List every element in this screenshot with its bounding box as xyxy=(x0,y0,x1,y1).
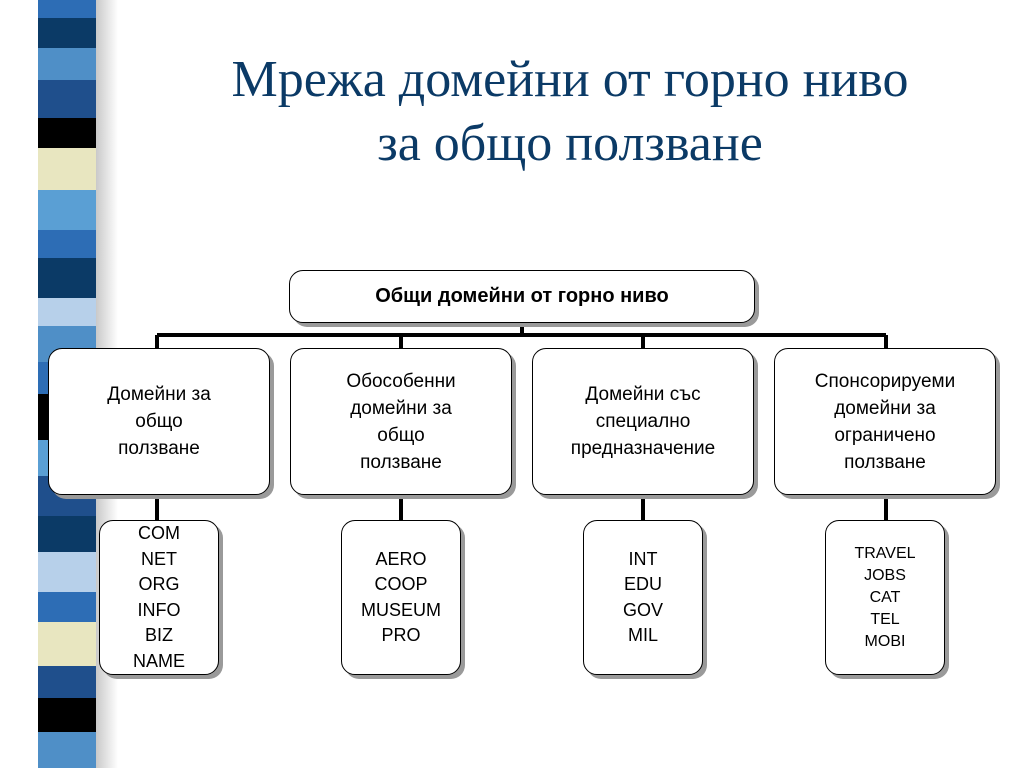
domain-list-sponsored: TRAVEL JOBS CAT TEL MOBI xyxy=(825,520,945,675)
domain-item: TRAVEL xyxy=(854,544,916,562)
domain-list-specialized: AERO COOP MUSEUM PRO xyxy=(341,520,461,675)
category-line: общо xyxy=(377,424,425,446)
category-line: ползване xyxy=(360,451,442,473)
domain-item: TEL xyxy=(870,610,900,628)
domain-item: MOBI xyxy=(864,632,906,650)
domain-list-general: COM NET ORG INFO BIZ NAME xyxy=(99,520,219,675)
domain-item: NET xyxy=(141,548,177,569)
category-line: Домейни за xyxy=(107,384,211,405)
domain-item: COOP xyxy=(374,574,428,594)
domain-item: INFO xyxy=(137,599,181,620)
category-line: предназначение xyxy=(570,438,716,459)
domain-item: AERO xyxy=(375,548,427,569)
category-line: домейни за xyxy=(834,397,936,419)
domain-item: NAME xyxy=(132,650,185,671)
category-node-special-purpose: Домейни със специално предназначение xyxy=(532,348,754,495)
domain-item: BIZ xyxy=(144,625,173,645)
category-node-general: Домейни за общо ползване xyxy=(48,348,270,495)
category-line: Обособенни xyxy=(346,370,456,392)
domain-item: CAT xyxy=(869,588,901,606)
category-line: ограничено xyxy=(834,424,936,446)
category-line: Спонсорируеми xyxy=(814,370,956,392)
category-line: домейни за xyxy=(350,397,452,419)
domain-item: INT xyxy=(628,548,658,569)
slide-title: Мрежа домейни от горно ниво за общо полз… xyxy=(130,48,1010,176)
category-line: специално xyxy=(595,411,691,432)
slide-title-line-2: за общо ползване xyxy=(377,115,763,172)
category-line: Домейни със xyxy=(585,384,701,405)
domain-item: JOBS xyxy=(864,566,906,584)
root-node: Общи домейни от горно ниво xyxy=(289,270,755,323)
domain-item: ORG xyxy=(138,574,180,594)
category-line: ползване xyxy=(844,451,926,473)
domain-list-special-purpose: INT EDU GOV MIL xyxy=(583,520,703,675)
domain-item: GOV xyxy=(622,599,663,620)
slide-title-line-1: Мрежа домейни от горно ниво xyxy=(231,51,909,108)
category-node-sponsored: Спонсорируеми домейни за ограничено полз… xyxy=(774,348,996,495)
domain-item: MIL xyxy=(627,625,658,645)
domain-item: EDU xyxy=(623,574,662,594)
category-line: общо xyxy=(135,411,183,432)
category-node-specialized: Обособенни домейни за общо ползване xyxy=(290,348,512,495)
domain-item: COM xyxy=(138,523,180,543)
category-line: ползване xyxy=(118,438,200,459)
domain-item: PRO xyxy=(381,625,421,645)
domain-item: MUSEUM xyxy=(361,599,441,620)
